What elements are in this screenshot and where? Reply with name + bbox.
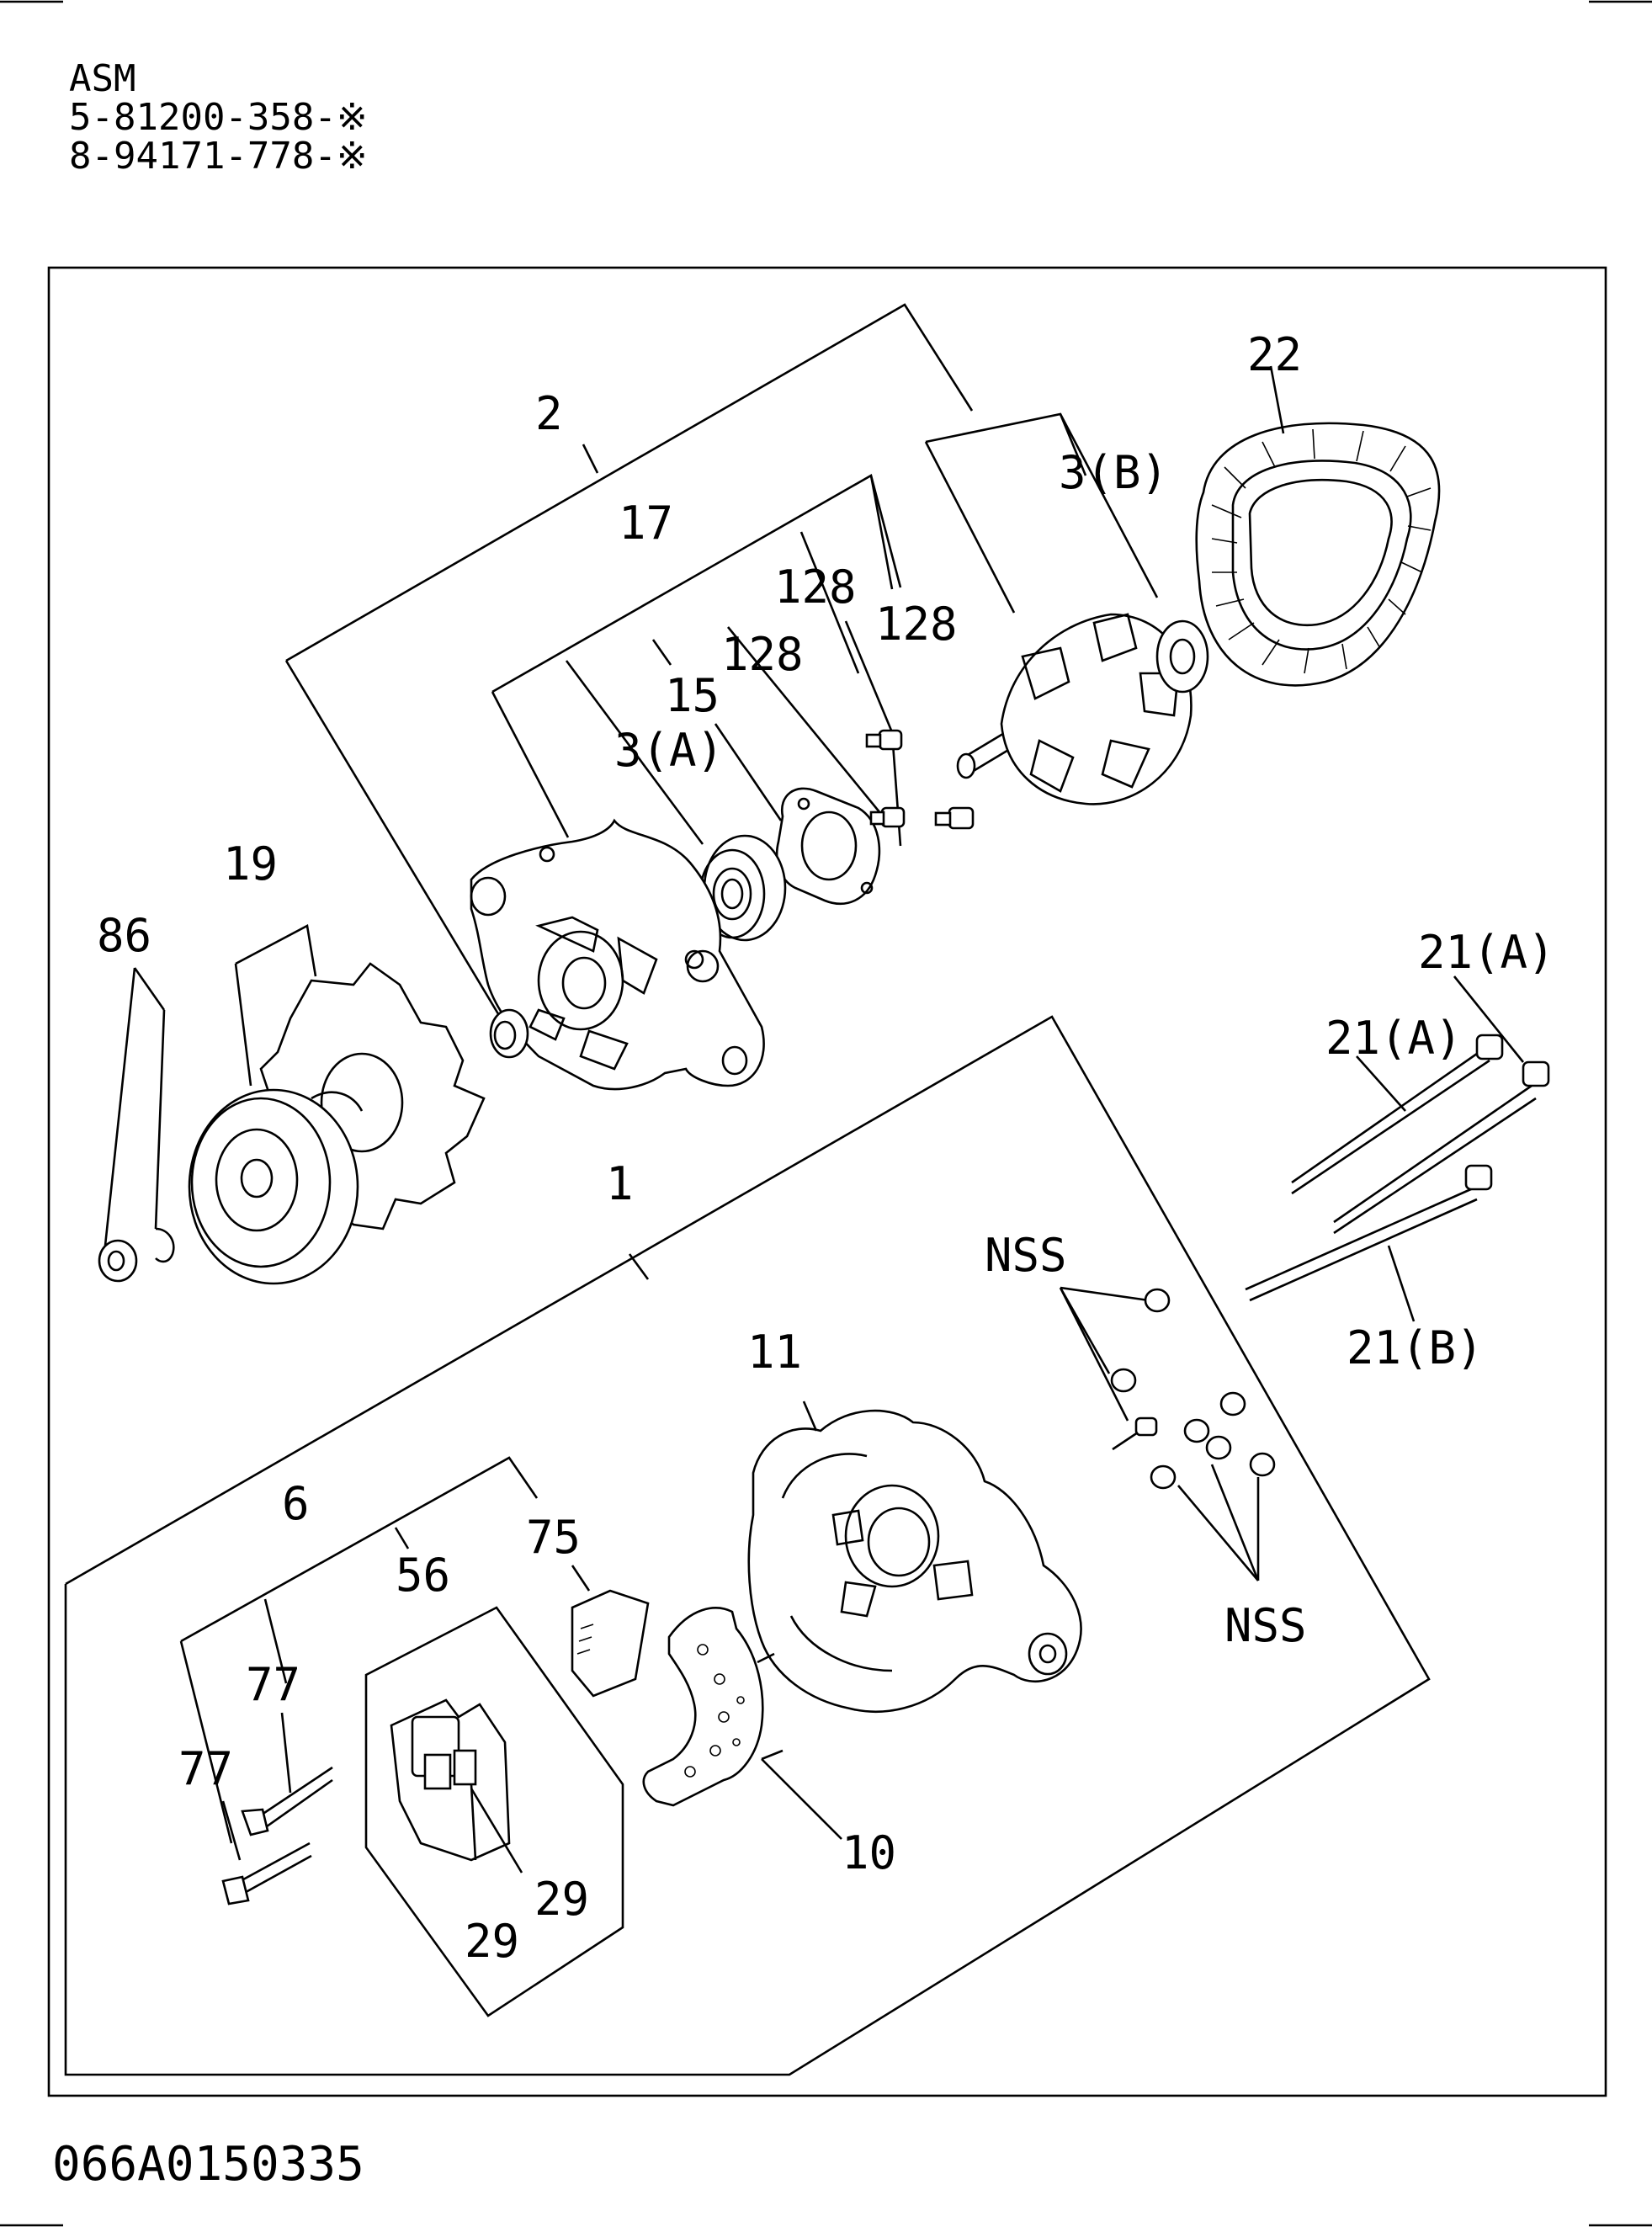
part-number-2: 8-94171-778-※	[69, 135, 368, 178]
group-6-bracket	[179, 1456, 624, 2017]
callout-56: 56	[396, 1549, 450, 1602]
callout-21a-lower: 21(A)	[1325, 1012, 1463, 1065]
group-2-bracket	[284, 303, 1159, 1026]
callout-17: 17	[619, 497, 673, 550]
screws-128	[865, 729, 975, 830]
callout-86: 86	[97, 909, 151, 962]
regulator-screws	[221, 1712, 333, 1905]
bearing-retainer-plate	[775, 787, 881, 905]
callout-nss-bottom: NSS	[1224, 1599, 1307, 1652]
callout-nss-top: NSS	[985, 1229, 1067, 1282]
callout-6: 6	[282, 1477, 310, 1530]
callout-1: 1	[606, 1157, 634, 1210]
callout-19: 19	[223, 837, 278, 890]
part-number-1: 5-81200-358-※	[69, 96, 368, 139]
callout-21b: 21(B)	[1347, 1321, 1484, 1374]
group-1-bracket	[64, 1015, 1431, 2076]
callout-3b: 3(B)	[1059, 446, 1168, 499]
callout-29-left: 29	[465, 1915, 519, 1968]
callout-128-b: 128	[875, 598, 958, 651]
screw-128-b	[869, 806, 906, 828]
stator-teeth	[1211, 428, 1432, 674]
front-housing	[470, 818, 765, 1091]
callout-128-a: 128	[774, 561, 857, 614]
callout-29-right: 29	[534, 1873, 589, 1926]
rotor-assembly	[956, 613, 1209, 805]
callout-10: 10	[842, 1826, 896, 1879]
callout-22: 22	[1247, 328, 1302, 381]
screw-128-c	[934, 806, 975, 830]
rear-housing	[747, 1401, 1082, 1713]
callout-77-a: 77	[246, 1658, 300, 1711]
outer-frame	[47, 266, 1607, 2097]
callout-3a: 3(A)	[614, 724, 724, 777]
callout-128-c: 128	[721, 628, 804, 681]
rectifier	[642, 1607, 842, 1840]
callout-labels: 2 17 128 128 128 15 3(A) 3(B) 22 19 86 2…	[97, 328, 1555, 1968]
fan-and-pulley	[188, 924, 486, 1285]
assembly-title: ASM	[69, 57, 135, 100]
spacer-collar	[489, 1008, 529, 1059]
callout-77-b: 77	[178, 1742, 233, 1795]
callout-15-a: 15	[665, 669, 720, 722]
voltage-regulator	[390, 1698, 523, 1874]
nss-hardware	[1059, 1286, 1276, 1581]
screw-128-a	[865, 729, 903, 751]
pulley-nut-and-washer	[98, 967, 175, 1283]
through-bolts	[1245, 975, 1550, 1322]
brush-holder	[571, 1565, 650, 1698]
header-block: ASM 5-81200-358-※ 8-94171-778-※	[69, 57, 368, 178]
callout-21a-upper: 21(A)	[1418, 926, 1555, 979]
callout-2: 2	[535, 387, 563, 440]
callout-75: 75	[526, 1511, 581, 1564]
stator	[1195, 365, 1441, 687]
drawing-code: 066A0150335	[52, 2137, 364, 2192]
callout-11: 11	[747, 1326, 802, 1379]
